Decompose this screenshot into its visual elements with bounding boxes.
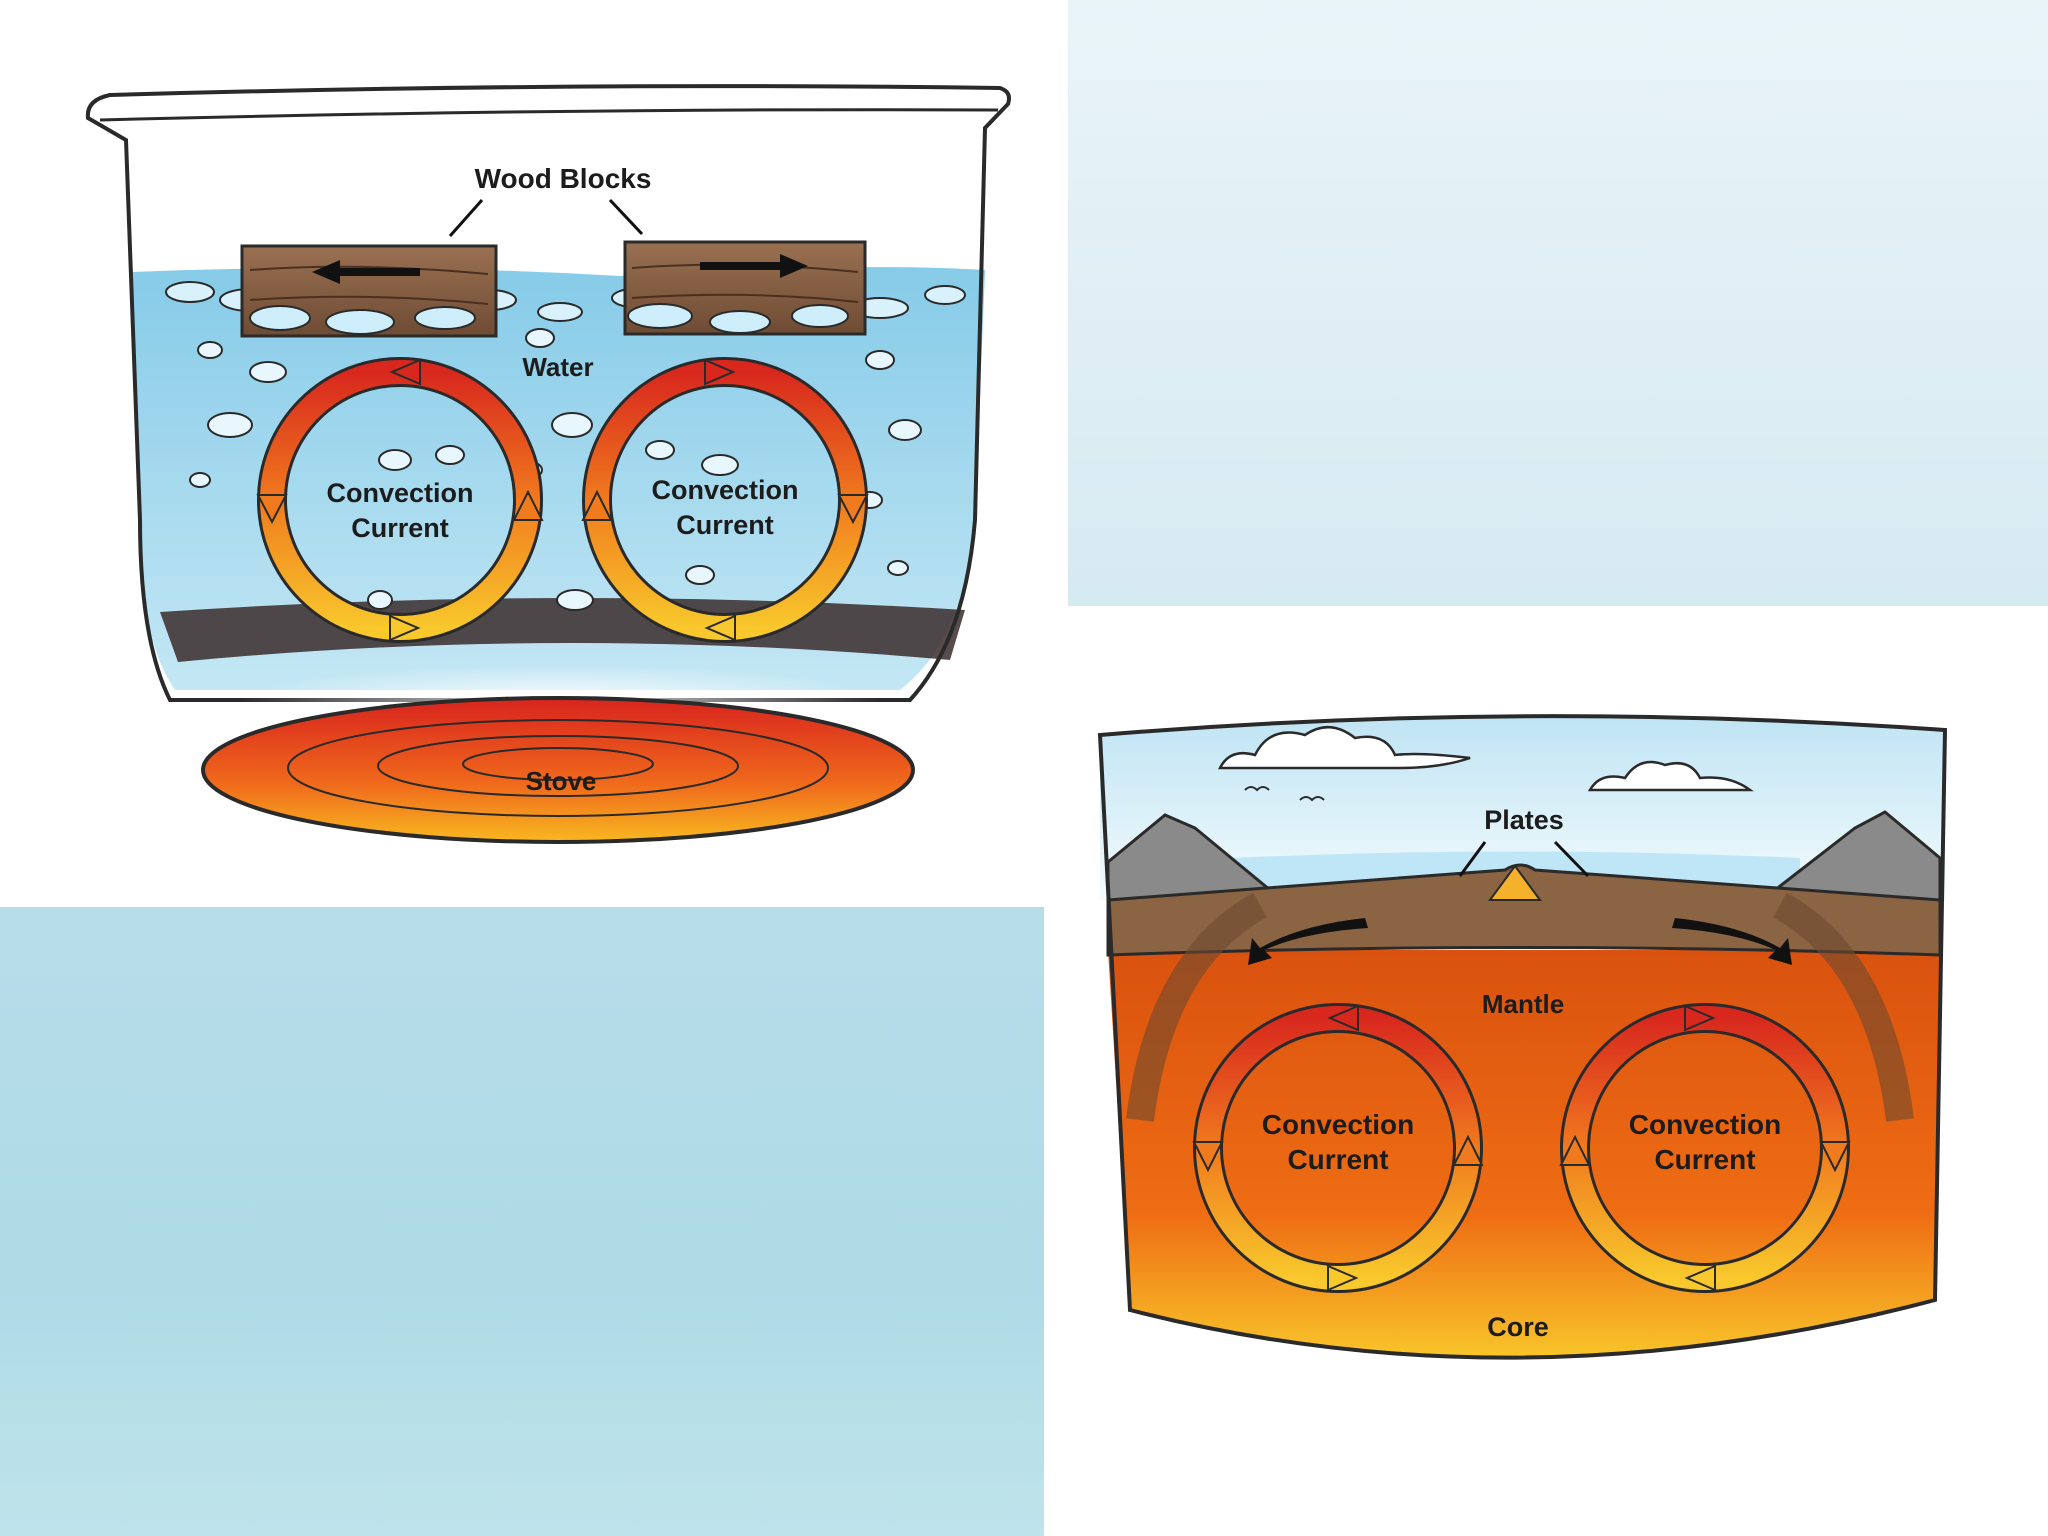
mountain-icon [1771, 810, 1942, 907]
stove [201, 696, 915, 844]
beaker-diagram: Wood Blocks Water Convection Current Con… [85, 84, 1011, 844]
right-arrow-icon [700, 254, 808, 278]
top-right-background-panel [1068, 0, 2048, 606]
beaker-current-left-line1: Convection [326, 478, 473, 508]
plates-label: Plates [1484, 805, 1564, 835]
earth-outline [1097, 714, 1948, 1360]
earth-current-left-line1: Convection [1262, 1109, 1414, 1140]
left-arrow-icon [312, 260, 420, 284]
beaker-current-right-line1: Convection [651, 475, 798, 505]
wood-blocks-label: Wood Blocks [475, 163, 652, 194]
beaker-glass [85, 84, 1011, 702]
earth-current-left-line2: Current [1287, 1144, 1388, 1175]
water-label: Water [522, 352, 593, 382]
core-label: Core [1487, 1312, 1549, 1342]
beaker-current-left-line2: Current [351, 513, 449, 543]
earth-current-right-line2: Current [1654, 1144, 1755, 1175]
right-arrow-icon [1672, 918, 1792, 965]
stove-label: Stove [526, 766, 597, 796]
beaker-current-right-line2: Current [676, 510, 774, 540]
bottom-left-background-panel [0, 907, 1044, 1536]
earth-mantle [1108, 950, 1940, 1358]
earth-current-right-line1: Convection [1629, 1109, 1781, 1140]
earth-convection-right [1559, 1003, 1851, 1293]
cloud-icon [1217, 726, 1754, 792]
earth-diagram: Plates Mantle Convection Current Convect… [1097, 714, 1948, 1360]
bird-icon [1244, 786, 1325, 802]
beaker-convection-left [256, 357, 544, 643]
beaker-convection-right [581, 357, 869, 643]
mantle-label: Mantle [1482, 989, 1564, 1019]
water-bubbles [189, 328, 922, 611]
earth-convection-left [1192, 1003, 1484, 1293]
left-arrow-icon [1248, 918, 1368, 965]
